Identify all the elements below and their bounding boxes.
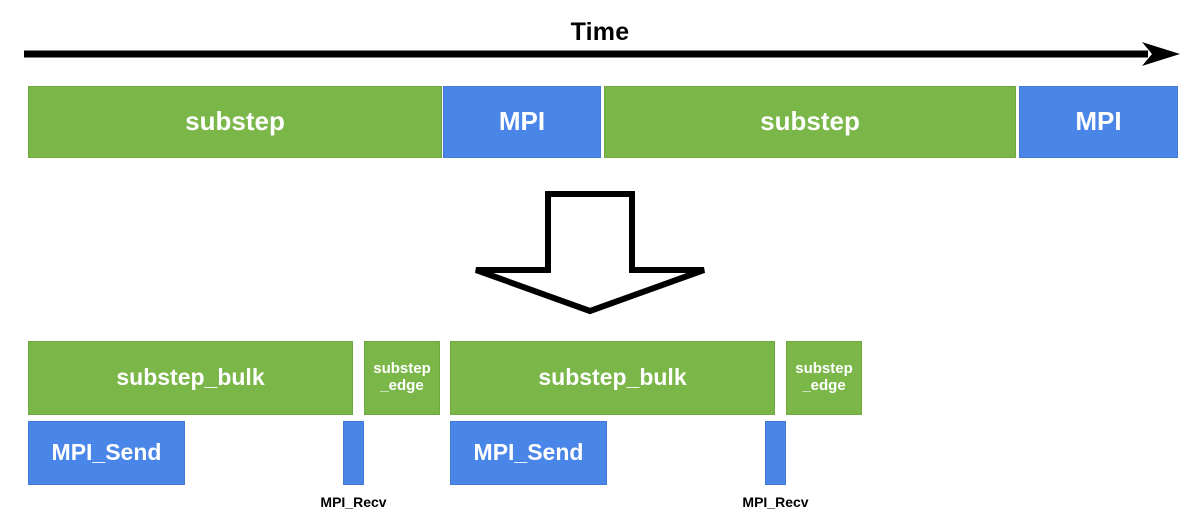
- block-mpi-1[interactable]: MPI: [443, 86, 601, 158]
- block-substep-bulk-2[interactable]: substep_bulk: [450, 341, 775, 415]
- block-substep-edge-1[interactable]: substep _edge: [364, 341, 440, 415]
- block-mpi-send-1[interactable]: MPI_Send: [28, 421, 185, 485]
- block-substep-edge-2[interactable]: substep _edge: [786, 341, 862, 415]
- block-mpi-recv-2[interactable]: [765, 421, 786, 485]
- block-substep-1[interactable]: substep: [28, 86, 442, 158]
- down-arrow-icon: [474, 191, 706, 315]
- time-axis-label: Time: [570, 18, 630, 46]
- time-arrow-icon: [24, 42, 1180, 66]
- block-mpi-2[interactable]: MPI: [1019, 86, 1178, 158]
- caption-mpi-recv-1: MPI_Recv: [320, 494, 387, 510]
- block-mpi-send-2[interactable]: MPI_Send: [450, 421, 607, 485]
- block-mpi-recv-1[interactable]: [343, 421, 364, 485]
- caption-mpi-recv-2: MPI_Recv: [742, 494, 809, 510]
- block-substep-bulk-1[interactable]: substep_bulk: [28, 341, 353, 415]
- block-substep-2[interactable]: substep: [604, 86, 1016, 158]
